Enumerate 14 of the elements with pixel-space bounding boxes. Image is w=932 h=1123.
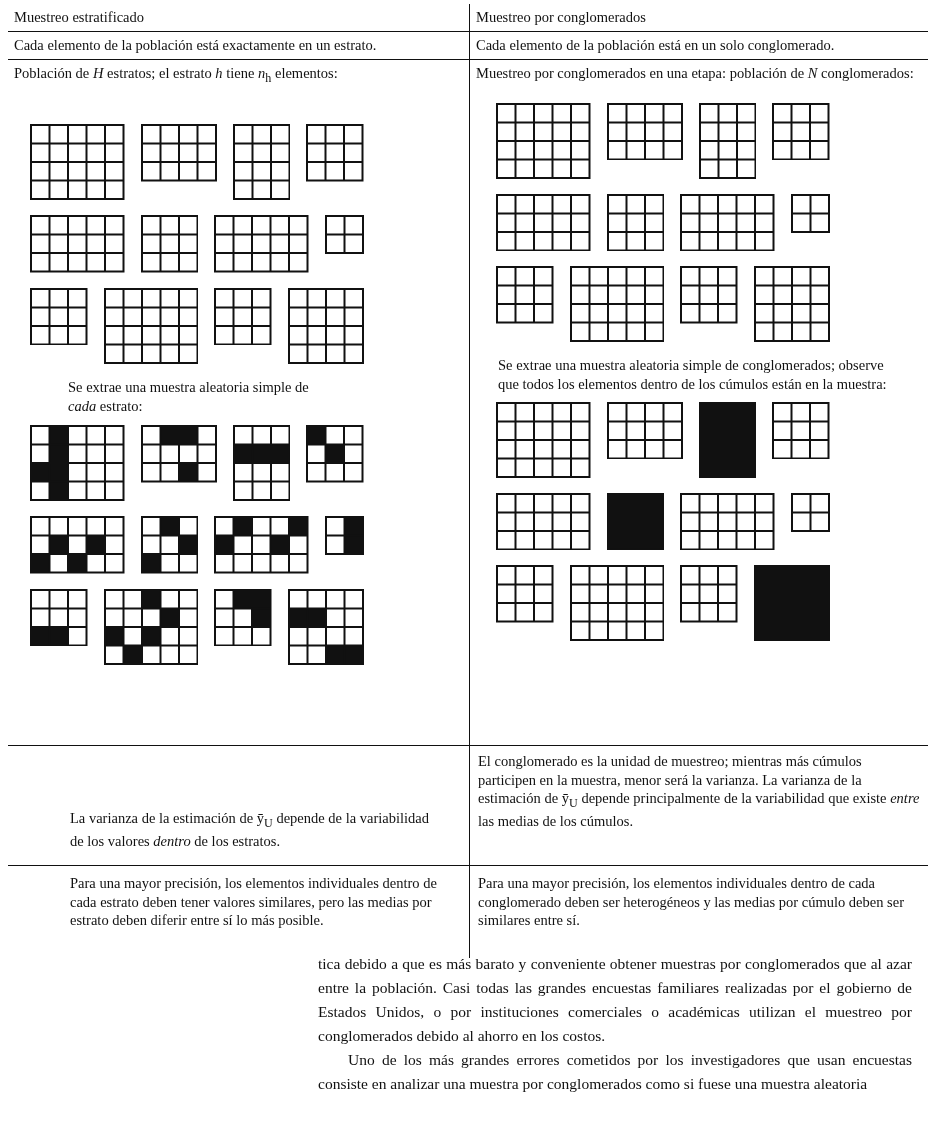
- text: La varianza de la estimación de ȳ$_{U}$ depende de la variabilidad de los valores dentro de los estratos.: [70, 809, 430, 851]
- text: Se extrae una muestra aleatoria simple de conglomerados; observe que todos los elementos dentro de los cúmulos están en la muestra:: [498, 357, 887, 392]
- text: Población de H estratos; el estrato h tiene n$_{h}$ elementos:: [14, 64, 338, 81]
- text: Muestreo estratificado: [14, 8, 146, 27]
- paragraph: tica debido a que es más barato y conveniente obtener muestras por conglomerados que al azar entre la población. Casi todas las grandes encuestas familiares realizadas por el gobierno de Estados Unidos, o por instituciones comerciales o académicas utilizan el muestreo por conglomerados debido al ahorro en los costos.: [318, 954, 912, 1046]
- text: Muestreo por conglomerados: [476, 8, 647, 27]
- paragraph: Uno de los más grandes errores cometidos por los investigadores que usan encuestas consiste en analizar una muestra por conglomerados como si fuese una muestra aleatoria: [318, 1050, 912, 1094]
- text: Para una mayor precisión, los elementos individuales dentro de cada conglomerado deben ser heterogéneos y las medias por cúmulo deben ser similares entre sí.: [478, 873, 905, 931]
- text: Se extrae una muestra aleatoria simple de cada estrato:: [68, 378, 309, 414]
- text: Muestreo por conglomerados en una etapa: población de N conglomerados:: [476, 64, 914, 81]
- text: Para una mayor precisión, los elementos individuales dentro de cada estrato deben tener valores similares, pero las medias por estrato deben diferir entre sí lo más posible.: [70, 873, 438, 931]
- text: Cada elemento de la población está en un solo conglomerado.: [476, 35, 836, 55]
- text: El conglomerado es la unidad de muestreo; mientras más cúmulos participen en la muestra, menor será la varianza. La varianza de la estimación de ȳ$_{U}$ depende principalmente de la variabilidad que existe entre las medias de los cúmulos.: [478, 751, 920, 831]
- text: Cada elemento de la población está exactamente en un estrato.: [14, 35, 378, 55]
